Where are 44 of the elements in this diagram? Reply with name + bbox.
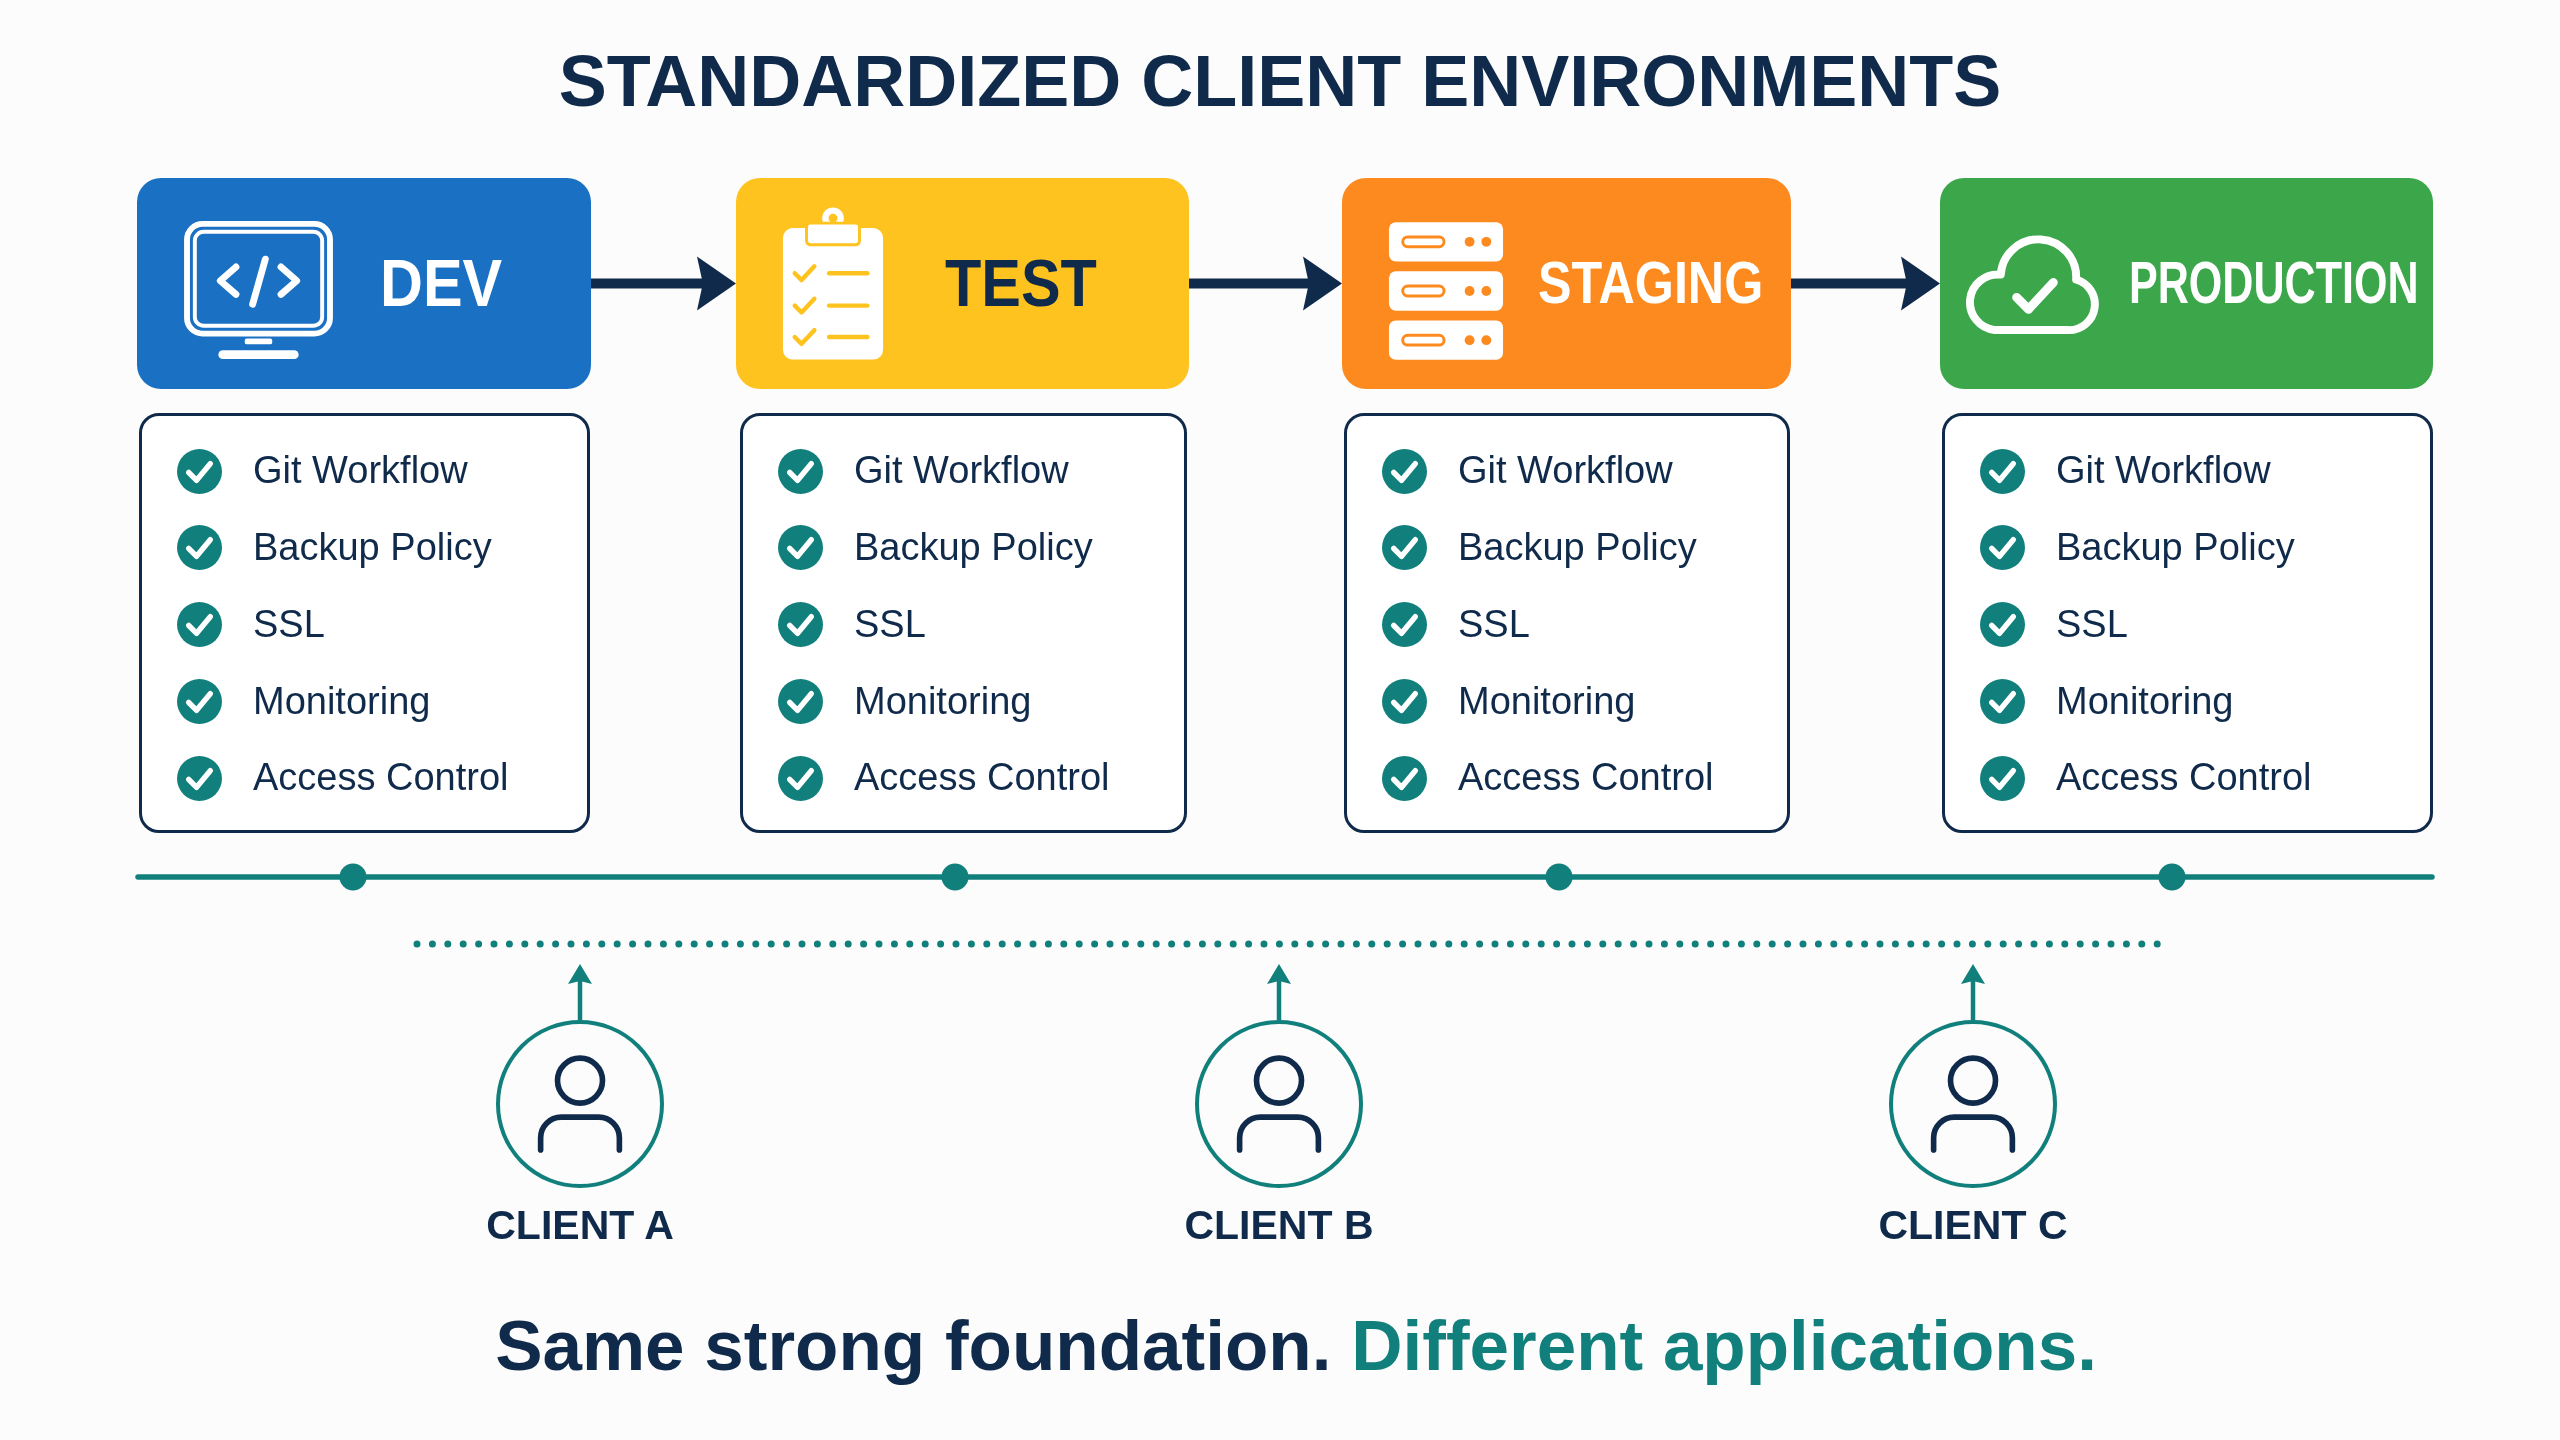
checklist-item: Git Workflow	[854, 449, 1069, 493]
checklist-card	[740, 413, 1187, 833]
checklist-item: SSL	[1458, 602, 1530, 647]
client-label: CLIENT B	[1184, 1202, 1374, 1250]
arrow	[1961, 964, 1985, 1020]
arrow	[1791, 256, 1940, 311]
stage-header	[1940, 178, 2433, 389]
highlighted-caption-text: Different applications.	[1351, 1305, 2097, 1387]
checklist-item: Monitoring	[253, 679, 431, 724]
checklist-item: Git Workflow	[1458, 449, 1673, 493]
arrow	[568, 964, 592, 1020]
stage-title: DEV	[380, 245, 503, 322]
diagram-title: STANDARDIZED CLIENT ENVIRONMENTS	[558, 40, 2002, 123]
checklist-item: SSL	[2056, 602, 2128, 647]
caption-text: Same strong foundation.	[495, 1305, 1332, 1387]
client-label: CLIENT A	[486, 1202, 674, 1250]
arrow	[1189, 256, 1342, 311]
checklist-item: Monitoring	[1458, 679, 1636, 724]
checklist-item: Access Control	[2056, 756, 2312, 801]
stage-title: PRODUCTION	[2129, 249, 2419, 318]
checklist-item: Monitoring	[2056, 679, 2234, 724]
client-label: CLIENT C	[1878, 1202, 2068, 1250]
stage-title: TEST	[945, 245, 1097, 322]
checklist-item: Access Control	[1458, 756, 1714, 801]
checklist-item: Backup Policy	[2056, 525, 2295, 570]
checklist-card	[139, 413, 590, 833]
checklist-item: Backup Policy	[1458, 525, 1697, 570]
stage-title: STAGING	[1538, 249, 1764, 318]
stage-header	[1342, 178, 1791, 389]
checklist-item: Access Control	[854, 756, 1110, 801]
stage-header	[736, 178, 1189, 389]
checklist-item: SSL	[854, 602, 926, 647]
checklist-card	[1942, 413, 2433, 833]
checklist-card	[1344, 413, 1790, 833]
arrow	[591, 256, 736, 311]
checklist-item: Backup Policy	[854, 525, 1093, 570]
checklist-item: SSL	[253, 602, 325, 647]
checklist-item: Git Workflow	[253, 449, 468, 493]
arrow	[1267, 964, 1291, 1020]
stage-header	[137, 178, 591, 389]
checklist-item: Access Control	[253, 756, 509, 801]
checklist-item: Monitoring	[854, 679, 1032, 724]
checklist-item: Git Workflow	[2056, 449, 2271, 493]
checklist-item: Backup Policy	[253, 525, 492, 570]
